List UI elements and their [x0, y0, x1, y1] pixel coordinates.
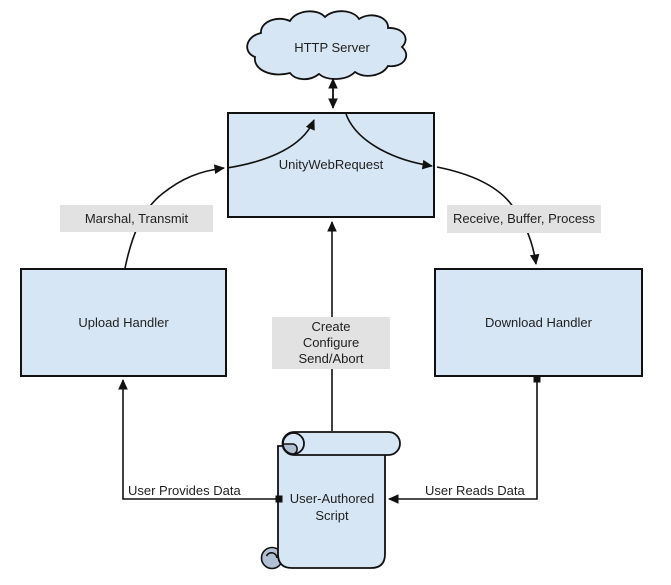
scroll-body: [277, 445, 386, 569]
node-upload-handler-label: Upload Handler: [78, 314, 169, 330]
node-upload-handler: Upload Handler: [20, 268, 227, 377]
scroll-roll-spiral: [282, 443, 298, 455]
http-server-cloud-shape: [246, 10, 408, 81]
edge-label-receive-buffer-process: Receive, Buffer, Process: [447, 205, 601, 233]
node-http-server-label: HTTP Server: [294, 40, 370, 55]
edge-script-to-upload: [118, 379, 283, 503]
edge-uwr-to-download: [436, 166, 540, 265]
edge-label-create-configure-send-abort: Create Configure Send/Abort: [272, 317, 390, 369]
edge-uwr-internal-up: [226, 119, 315, 169]
edge-download-to-script: [388, 375, 541, 504]
node-unity-web-request: UnityWebRequest: [227, 112, 435, 218]
edge-upload-to-uwr: [124, 164, 225, 269]
edge-uwr-internal-right: [345, 113, 433, 170]
user-authored-script-shape: [260, 431, 401, 570]
edge-label-user-provides-data: User Provides Data: [128, 483, 241, 498]
node-unity-web-request-label: UnityWebRequest: [278, 157, 384, 172]
node-user-authored-script-label: User-Authored Script: [289, 491, 375, 523]
node-download-handler: Download Handler: [434, 268, 643, 377]
node-download-handler-label: Download Handler: [485, 314, 592, 330]
edge-label-user-reads-data: User Reads Data: [425, 483, 525, 498]
edge-label-marshal-transmit: Marshal, Transmit: [60, 205, 213, 232]
